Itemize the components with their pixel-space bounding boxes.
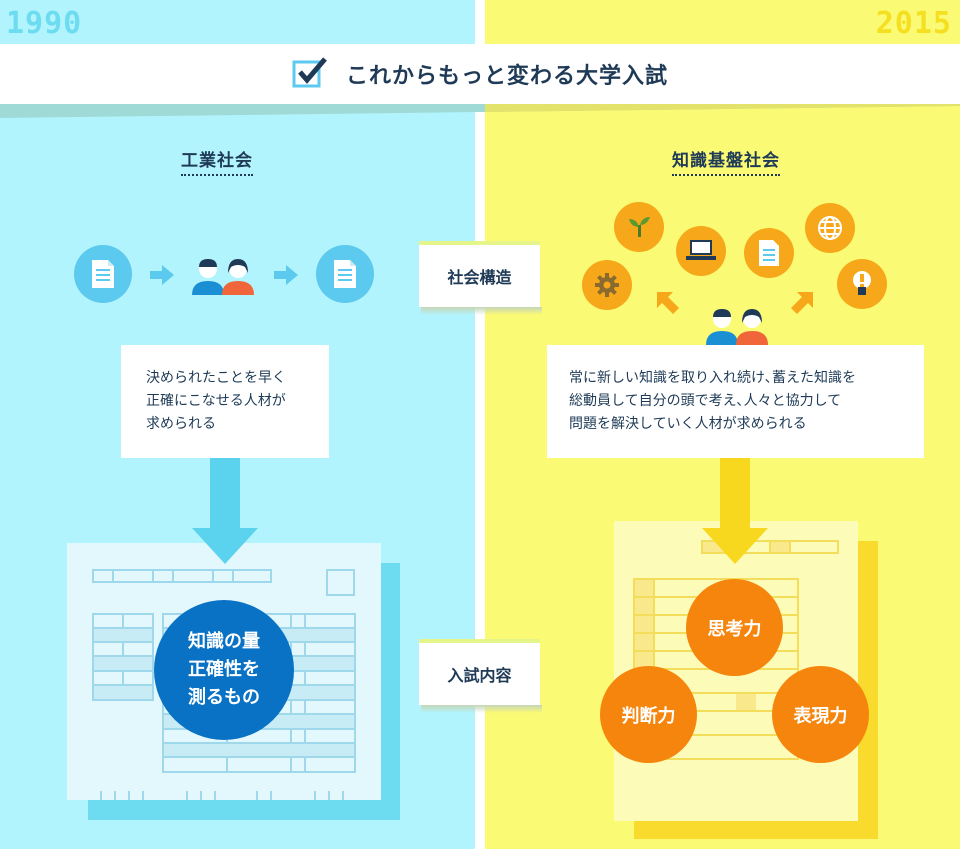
document-icon bbox=[744, 228, 794, 278]
description-line: 決められたことを早く bbox=[146, 370, 286, 386]
sprout-icon bbox=[614, 202, 664, 252]
year-left: 1990 bbox=[6, 6, 83, 41]
description-line: 常に新しい知識を取り入れ続け､蓄えた知識を bbox=[569, 370, 856, 386]
knowledge-measure-circle: 知識の量 正確性を 測るもの bbox=[154, 600, 294, 740]
laptop-icon bbox=[676, 226, 726, 276]
circle-line: 正確性を bbox=[188, 659, 260, 680]
judgment-skill-circle: 判断力 bbox=[600, 666, 697, 763]
arrow-down-icon bbox=[192, 458, 258, 564]
page-title: これからもっと変わる大学入試 bbox=[345, 64, 668, 89]
lightbulb-icon bbox=[837, 259, 887, 309]
industrial-society-label: 工業社会 bbox=[181, 146, 253, 176]
description-line: 総動員して自分の頭で考え､人々と協力して bbox=[569, 393, 842, 409]
arrow-up-right-icon bbox=[791, 292, 813, 314]
title-band bbox=[0, 44, 960, 104]
label-shadow bbox=[421, 307, 542, 315]
arrow-down-icon bbox=[702, 458, 768, 564]
title: これからもっと変わる大学入試 bbox=[0, 44, 960, 104]
circle-line: 測るもの bbox=[188, 687, 260, 708]
gear-icon bbox=[582, 260, 632, 310]
knowledge-description: 常に新しい知識を取り入れ続け､蓄えた知識を 総動員して自分の頭で考え､人々と協力… bbox=[547, 345, 924, 458]
description-line: 問題を解決していく人材が求められる bbox=[569, 416, 807, 432]
globe-icon bbox=[805, 203, 855, 253]
industrial-description: 決められたことを早く 正確にこなせる人材が 求められる bbox=[121, 345, 329, 458]
description-line: 求められる bbox=[146, 416, 216, 432]
expression-skill-circle: 表現力 bbox=[772, 666, 869, 763]
year-right: 2015 bbox=[875, 6, 952, 41]
arrow-right-icon bbox=[150, 265, 174, 285]
checkbox-icon bbox=[292, 56, 328, 92]
title-band-shadow bbox=[0, 104, 960, 118]
exam-content-label: 入試内容 bbox=[419, 643, 540, 705]
label-shadow bbox=[421, 705, 542, 713]
people-icon bbox=[192, 259, 254, 295]
thinking-skill-circle: 思考力 bbox=[686, 579, 783, 676]
people-icon bbox=[706, 309, 768, 345]
circle-line: 知識の量 bbox=[188, 631, 260, 652]
document-icon bbox=[316, 245, 374, 303]
description-line: 正確にこなせる人材が bbox=[146, 393, 286, 409]
knowledge-society-label: 知識基盤社会 bbox=[672, 146, 780, 176]
arrow-right-icon bbox=[274, 265, 298, 285]
social-structure-label: 社会構造 bbox=[419, 245, 540, 307]
document-icon bbox=[74, 245, 132, 303]
arrow-up-left-icon bbox=[657, 292, 679, 314]
